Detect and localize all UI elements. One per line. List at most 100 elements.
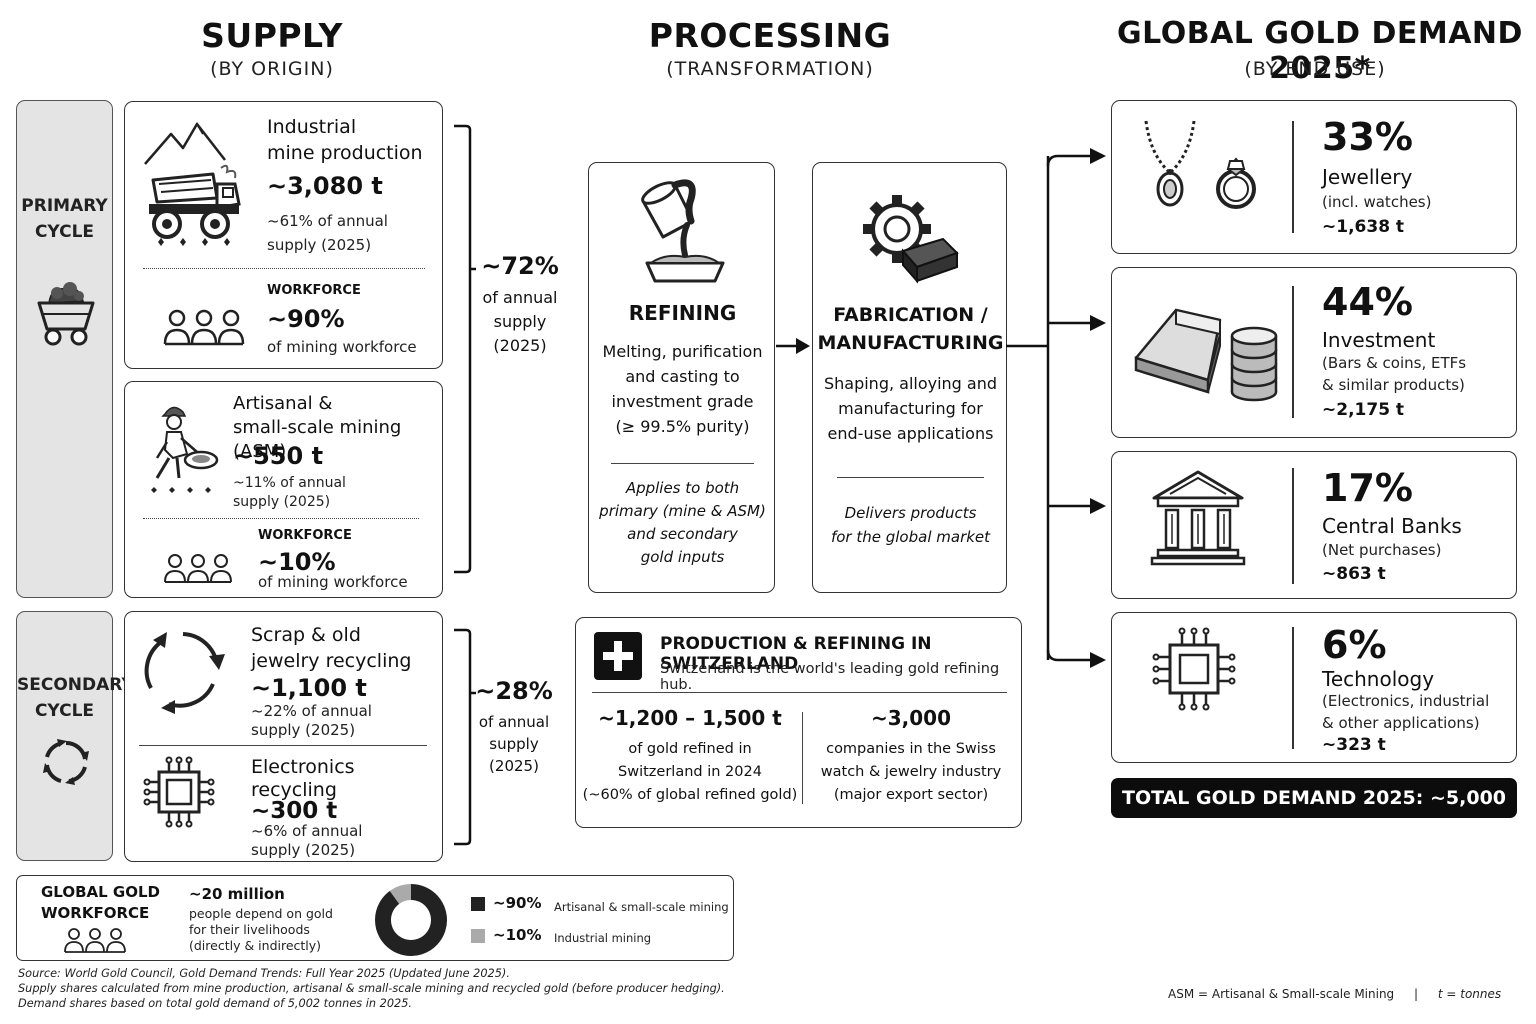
mine-workforce-label: WORKFORCE: [267, 283, 361, 298]
jewellery-sub: (incl. watches): [1322, 193, 1432, 211]
scrap-name: Scrap & old jewelry recycling: [251, 624, 412, 672]
secondary-supply-card: Scrap & old jewelry recycling ~1,100 t ~…: [124, 611, 443, 862]
divider: [1292, 121, 1294, 233]
donut-slice-1: [389, 884, 412, 905]
demand-technology-card: 6% Technology (Electronics, industrial &…: [1111, 612, 1517, 763]
legend-label-asm: Artisanal & small-scale mining: [554, 900, 729, 914]
abbr-separator: |: [1414, 987, 1419, 1001]
refining-title: REFINING: [628, 301, 737, 325]
switzerland-title: PRODUCTION & REFINING IN SWITZERLAND: [660, 634, 932, 674]
artisanal-miner-icon: [151, 406, 219, 493]
gear-ingot-icon: [863, 195, 959, 284]
asm-card: Artisanal & small-scale mining (ASM) ~55…: [124, 381, 443, 598]
workforce-donut-chart: [375, 884, 447, 956]
asm-workforce-desc: of mining workforce: [258, 573, 408, 591]
legend-value-industrial: ~10%: [493, 926, 542, 944]
divider: [143, 268, 425, 269]
primary-cycle-panel: PRIMARY CYCLE: [16, 100, 113, 598]
technology-name: Technology: [1322, 667, 1435, 691]
legend-label-industrial: Industrial mining: [554, 931, 652, 945]
mine-value: ~3,080 t: [267, 172, 383, 200]
global-workforce-panel: GLOBAL GOLD WORKFORCE ~20 million people…: [16, 875, 734, 961]
abbreviations: ASM = Artisanal & Small-scale Mining | t…: [1168, 987, 1501, 1001]
source-note: Source: World Gold Council, Gold Demand …: [18, 967, 725, 1010]
divider: [592, 692, 1007, 693]
asm-share: ~11% of annual supply (2025): [233, 475, 346, 510]
scrap-share: ~22% of annual supply (2025): [251, 702, 372, 739]
companies-stat: ~3,000 companies in the Swiss watch & je…: [820, 706, 1002, 803]
scrap-value: ~1,100 t: [251, 674, 367, 702]
supply-header-title: SUPPLY: [201, 16, 343, 55]
demand-jewellery-card: 33% Jewellery (incl. watches) ~1,638 t: [1111, 100, 1517, 254]
abbr-tonnes: t = tonnes: [1437, 987, 1502, 1001]
recycle-arrows-icon: [144, 632, 225, 714]
electronics-share: ~6% of annual supply (2025): [251, 822, 363, 859]
workforce-desc: people depend on gold for their liveliho…: [189, 906, 333, 953]
switzerland-subtitle: Switzerland is the world's leading gold …: [660, 661, 1000, 693]
investment-name: Investment: [1322, 328, 1436, 352]
distribution-arrows: [1006, 148, 1106, 668]
mining-truck-icon: [144, 122, 241, 246]
central-banks-name: Central Banks: [1322, 514, 1462, 538]
recycle-small-icon: [43, 739, 89, 785]
divider: [1292, 468, 1294, 584]
divider: [611, 463, 754, 464]
demand-investment-card: 44% Investment (Bars & coins, ETFs & sim…: [1111, 267, 1517, 438]
fabrication-desc: Shaping, alloying and manufacturing for …: [823, 374, 998, 443]
mine-share: ~61% of annual supply (2025): [267, 212, 388, 254]
primary-total-value: ~72%: [481, 252, 559, 280]
pouring-crucible-icon: [641, 179, 725, 283]
demand-central-banks-card: 17% Central Banks (Net purchases) ~863 t: [1111, 451, 1517, 599]
processing-header-subtitle: (TRANSFORMATION): [666, 58, 874, 80]
divider: [1292, 627, 1294, 749]
fabrication-card: FABRICATION / MANUFACTURING Shaping, all…: [812, 162, 1007, 593]
legend-swatch-industrial: [471, 929, 485, 943]
jewellery-icon: [1144, 120, 1256, 209]
primary-total-desc: of annual supply (2025): [482, 288, 558, 355]
mine-workforce-desc: of mining workforce: [267, 338, 417, 356]
electronics-value: ~300 t: [251, 798, 338, 824]
jewellery-pct: 33%: [1322, 115, 1413, 159]
primary-cycle-label: PRIMARY CYCLE: [21, 196, 108, 242]
mine-name: Industrial mine production: [267, 116, 423, 164]
asm-workforce-value: ~10%: [258, 548, 336, 576]
total-demand-banner: TOTAL GOLD DEMAND 2025: ~5,000 t*: [1111, 778, 1517, 849]
divider: [1292, 286, 1294, 418]
refined-stat: ~1,200 – 1,500 t of gold refined in Swit…: [582, 706, 798, 803]
workforce-count: ~20 million: [189, 885, 285, 903]
supply-header-subtitle: (BY ORIGIN): [210, 58, 334, 80]
asm-name: Artisanal & small-scale mining (ASM): [233, 393, 402, 462]
electronics-name: Electronics recycling: [251, 756, 355, 801]
industrial-mine-card: Industrial mine production ~3,080 t ~61%…: [124, 101, 443, 369]
fabrication-note: Delivers products for the global market: [830, 504, 991, 546]
mine-cart-icon: [37, 282, 95, 346]
workers-icon: [64, 928, 126, 953]
microchip-icon: [1152, 627, 1236, 711]
bank-building-icon: [1150, 470, 1246, 566]
swiss-flag-icon: [594, 632, 642, 680]
asm-workforce-label: WORKFORCE: [258, 528, 352, 543]
refining-note: Applies to both primary (mine & ASM) and…: [599, 479, 766, 566]
workers-icon: [164, 554, 232, 583]
abbr-asm: ASM = Artisanal & Small-scale Mining: [1168, 987, 1395, 1001]
central-banks-sub: (Net purchases): [1322, 541, 1442, 559]
technology-value: ~323 t: [1322, 735, 1386, 755]
mine-workforce-value: ~90%: [267, 305, 345, 333]
jewellery-value: ~1,638 t: [1322, 217, 1405, 237]
asm-value: ~550 t: [233, 442, 324, 470]
arrow-right-icon: [776, 338, 810, 354]
secondary-total-value: ~28%: [475, 677, 553, 705]
workers-icon: [163, 309, 245, 346]
fabrication-title: FABRICATION / MANUFACTURING: [817, 304, 1004, 354]
refining-desc: Melting, purification and casting to inv…: [602, 342, 763, 436]
switzerland-panel: PRODUCTION & REFINING IN SWITZERLAND Swi…: [575, 617, 1022, 828]
divider: [139, 745, 427, 746]
demand-header-subtitle: (BY END USE): [1244, 58, 1386, 80]
investment-sub: (Bars & coins, ETFs & similar products): [1322, 354, 1467, 394]
secondary-supply-total: ~28% of annual supply (2025): [472, 677, 556, 777]
secondary-cycle-label: SECONDARY CYCLE: [17, 675, 134, 721]
divider: [802, 712, 803, 804]
primary-supply-total: ~72% of annual supply (2025): [474, 252, 566, 358]
central-banks-pct: 17%: [1322, 466, 1413, 510]
secondary-total-desc: of annual supply (2025): [478, 713, 550, 775]
